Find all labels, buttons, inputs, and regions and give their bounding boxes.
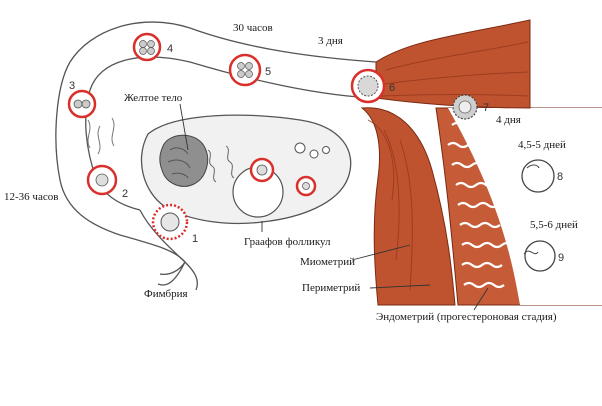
stage-6-cell bbox=[350, 68, 386, 104]
stage-number-5: 5 bbox=[265, 66, 271, 78]
stage-number-7: 7 bbox=[483, 102, 489, 114]
stage-number-3: 3 bbox=[69, 80, 75, 92]
label-12-36-hours: 12-36 часов bbox=[4, 191, 58, 203]
stage-4-cell bbox=[132, 32, 162, 62]
label-45-5-days: 4,5-5 дней bbox=[518, 139, 566, 151]
label-endometrium: Эндометрий (прогестероновая стадия) bbox=[376, 311, 557, 323]
stage-7-cell bbox=[452, 94, 478, 120]
stage-number-6: 6 bbox=[389, 82, 395, 94]
fallopian-tube-isthmus bbox=[375, 19, 531, 109]
stage-number-8: 8 bbox=[557, 171, 563, 183]
stage-5-cell bbox=[228, 53, 262, 87]
label-perimetrium: Периметрий bbox=[302, 282, 360, 294]
leader-lines bbox=[179, 103, 489, 311]
label-3-days: 3 дня bbox=[318, 35, 343, 47]
uterine-cavity bbox=[448, 108, 602, 305]
stage-number-2: 2 bbox=[122, 188, 128, 200]
fimbria bbox=[139, 209, 199, 291]
label-corpus-luteum: Желтое тело bbox=[124, 92, 183, 104]
corpus-luteum bbox=[159, 134, 209, 187]
stage-3-cell bbox=[67, 89, 97, 119]
label-myometrium: Миометрий bbox=[300, 256, 355, 268]
stage-number-9: 9 bbox=[558, 252, 564, 264]
stage-9-implantation bbox=[523, 240, 556, 272]
label-fimbria: Фимбрия bbox=[144, 288, 188, 300]
stage-8-blastocyst bbox=[521, 159, 555, 193]
stage-number-1: 1 bbox=[192, 233, 198, 245]
label-30-hours: 30 часов bbox=[233, 22, 273, 34]
label-55-6-days: 5,5-6 дней bbox=[530, 219, 578, 231]
label-graafian-follicle: Граафов фолликул bbox=[244, 236, 331, 248]
stage-1-cell bbox=[151, 203, 189, 241]
ovary bbox=[140, 114, 352, 225]
stage-2-cell bbox=[86, 164, 118, 196]
label-4-days: 4 дня bbox=[496, 114, 521, 126]
stage-number-4: 4 bbox=[167, 43, 173, 55]
